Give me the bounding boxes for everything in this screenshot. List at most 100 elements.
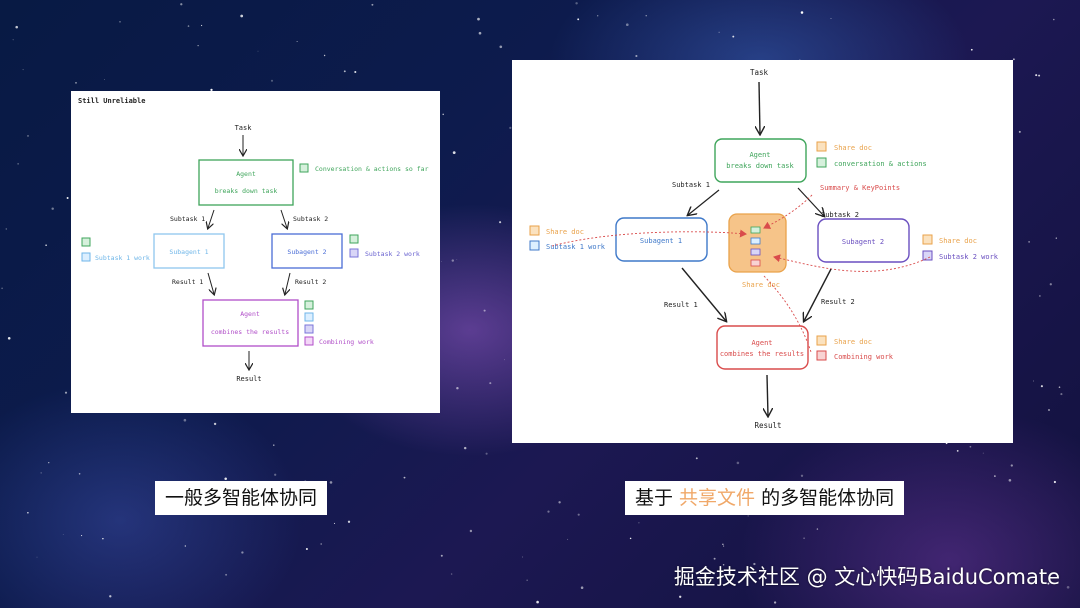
star xyxy=(187,25,190,27)
left-subtask1-arrow xyxy=(208,209,215,228)
star xyxy=(333,522,336,524)
right-subtask1-arrow xyxy=(688,189,720,215)
left-combine-swatch-purple xyxy=(304,336,314,346)
star xyxy=(463,446,467,450)
right-right-subtask2-swatch xyxy=(922,250,933,261)
star xyxy=(347,520,351,523)
star xyxy=(1028,241,1030,243)
star xyxy=(1049,283,1052,286)
star xyxy=(547,510,550,513)
star xyxy=(1039,295,1041,297)
star xyxy=(736,461,740,465)
star xyxy=(1066,585,1070,589)
star xyxy=(7,337,11,340)
right-top-sharedoc-swatch xyxy=(816,141,827,152)
watermark: 掘金技术社区 @ 文心快码BaiduComate xyxy=(673,565,1060,589)
star xyxy=(15,25,18,29)
star xyxy=(210,88,213,92)
left-diagram: Still Unreliable Task Agent breaks down … xyxy=(78,97,429,383)
star xyxy=(75,82,77,84)
right-task-arrow xyxy=(759,81,760,134)
star xyxy=(451,259,454,262)
star xyxy=(273,444,275,446)
star xyxy=(62,534,64,535)
star xyxy=(1008,478,1012,482)
right-agent-top-subtitle: breaks down task xyxy=(726,162,794,170)
star xyxy=(45,244,47,247)
star xyxy=(485,452,488,455)
subtask2-to-shared-doc-link xyxy=(773,254,931,272)
star xyxy=(956,450,959,452)
star xyxy=(577,18,580,21)
right-task-label: Task xyxy=(750,68,769,77)
star xyxy=(504,359,505,361)
right-bottom-sharedoc-swatch xyxy=(816,335,827,346)
star xyxy=(78,473,81,475)
right-agent-bottom-subtitle: combines the results xyxy=(720,350,804,358)
shared-doc-swatch-blue xyxy=(750,237,761,245)
star xyxy=(119,21,121,23)
star xyxy=(27,135,29,137)
subtask1-to-shared-doc-link xyxy=(551,229,747,247)
right-subagent2-label: Subagent 2 xyxy=(842,238,884,246)
right-right-subtask2-note: Subtask 2 work xyxy=(939,253,999,261)
star xyxy=(483,309,486,312)
star xyxy=(723,545,725,547)
star xyxy=(184,545,186,547)
left-caption: 一般多智能体协同 xyxy=(155,481,328,515)
left-diagram-title: Still Unreliable xyxy=(78,97,145,105)
star xyxy=(371,3,374,6)
left-subtask2-label: Subtask 2 xyxy=(293,215,328,223)
right-diagram-panel: Task Agent breaks down task Share doc co… xyxy=(512,60,1013,443)
star xyxy=(225,573,228,576)
right-result-label: Result xyxy=(754,421,781,430)
star xyxy=(713,557,716,560)
left-subtask1-work: Subtask 1 work xyxy=(95,254,150,262)
star xyxy=(450,573,453,575)
star xyxy=(109,595,112,598)
star xyxy=(81,535,83,537)
star xyxy=(580,586,584,589)
star xyxy=(477,17,480,21)
left-subagent1-label: Subagent 1 xyxy=(169,248,208,256)
star xyxy=(441,261,443,262)
star xyxy=(64,391,68,394)
star xyxy=(329,481,333,484)
star xyxy=(816,528,819,530)
star xyxy=(970,48,973,51)
shared-doc-swatch-purple xyxy=(750,248,761,256)
star xyxy=(5,228,8,230)
star xyxy=(403,476,406,479)
left-subtask2-work: Subtask 2 work xyxy=(365,250,420,258)
star xyxy=(567,538,569,540)
right-result1-arrow xyxy=(681,267,726,321)
left-subtask2-swatch-lilac xyxy=(349,248,359,258)
right-diagram: Task Agent breaks down task Share doc co… xyxy=(529,68,999,430)
star xyxy=(66,197,69,199)
star xyxy=(1058,386,1061,389)
right-caption-suffix: 的多智能体协同 xyxy=(755,487,895,509)
star xyxy=(442,113,444,116)
star xyxy=(274,473,277,476)
left-combine-swatch-blue xyxy=(304,312,314,322)
summary-to-shared-doc-link xyxy=(763,194,813,229)
left-agent-top-title: Agent xyxy=(236,170,256,178)
left-subtask1-swatch-blue xyxy=(81,252,91,262)
star xyxy=(753,562,756,566)
right-subtask2-arrow xyxy=(797,187,824,216)
right-bottom-sharedoc-note: Share doc xyxy=(834,338,872,346)
star xyxy=(722,543,724,545)
star xyxy=(354,70,357,74)
star xyxy=(722,563,725,566)
left-result1-label: Result 1 xyxy=(172,278,203,286)
star xyxy=(17,163,19,165)
shared-doc-swatch-green xyxy=(750,226,761,234)
left-combining-work: Combining work xyxy=(319,338,374,346)
star xyxy=(635,54,638,58)
left-agent-bottom-box xyxy=(202,299,299,347)
star xyxy=(183,418,187,422)
star xyxy=(27,512,29,514)
star xyxy=(718,31,720,33)
left-subtask2-arrow xyxy=(280,209,287,228)
star xyxy=(1010,464,1013,467)
